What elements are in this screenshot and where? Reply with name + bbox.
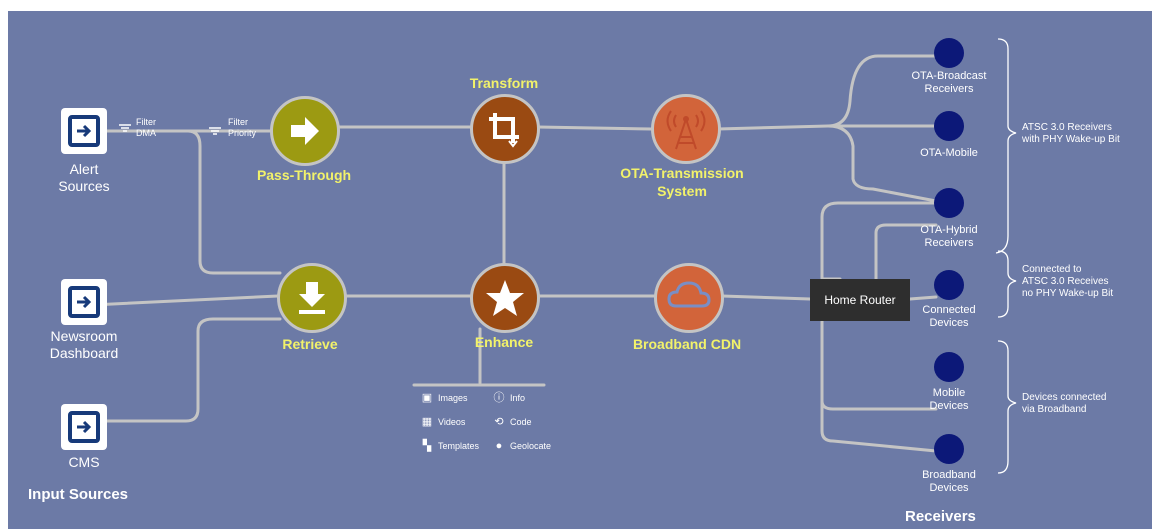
broadband-devices-dot[interactable] xyxy=(934,434,964,464)
grid-icon: ▚ xyxy=(422,440,432,452)
legend-geolocate: ●Geolocate xyxy=(492,439,551,453)
info-icon: ⓘ xyxy=(493,392,505,404)
cms-icon[interactable] xyxy=(61,404,107,450)
star-icon xyxy=(486,280,524,316)
home-router[interactable]: Home Router xyxy=(810,279,910,321)
legend-images: ▣Images xyxy=(421,392,468,404)
legend-code: ⟲Code xyxy=(492,415,531,429)
ota-transmission-node[interactable] xyxy=(651,94,721,164)
connected-devices-dot[interactable] xyxy=(934,270,964,300)
location-pin-icon: ● xyxy=(495,440,503,452)
transform-label: Transform xyxy=(469,75,539,91)
ota-hybrid-receiver-dot[interactable] xyxy=(934,188,964,218)
ota-mobile-label: OTA-Mobile xyxy=(920,147,978,159)
connector-lines xyxy=(90,38,1017,474)
retrieve-label: Retrieve xyxy=(282,336,338,352)
crop-icon xyxy=(489,113,519,148)
pass-through-node[interactable] xyxy=(270,96,340,166)
enhance-node[interactable] xyxy=(470,263,540,333)
transform-node[interactable] xyxy=(470,94,540,164)
code-icon: ⟲ xyxy=(494,416,504,428)
legend-videos: ▦Videos xyxy=(421,416,466,428)
download-icon xyxy=(299,282,325,314)
retrieve-node[interactable] xyxy=(277,263,347,333)
filter-dma-icon xyxy=(118,121,132,140)
filter-priority-icon xyxy=(208,124,222,143)
input-sources-title: Input Sources xyxy=(28,486,129,503)
alert-sources-icon[interactable] xyxy=(61,108,107,154)
arrow-right-icon xyxy=(291,117,319,145)
newsroom-dashboard-icon[interactable] xyxy=(61,279,107,325)
image-icon: ▣ xyxy=(421,392,433,404)
ota-broadcast-receiver-dot[interactable] xyxy=(934,38,964,68)
broadband-cdn-node[interactable] xyxy=(654,263,724,333)
cms-label: CMS xyxy=(68,454,100,470)
enhance-label: Enhance xyxy=(474,334,534,350)
pass-through-label: Pass-Through xyxy=(256,167,352,183)
mobile-devices-dot[interactable] xyxy=(934,352,964,382)
broadcast-tower-icon xyxy=(666,110,706,150)
broadband-cdn-label: Broadband CDN xyxy=(632,336,742,352)
legend-templates: ▚Templates xyxy=(420,439,479,453)
receivers-title: Receivers xyxy=(905,508,976,525)
cloud-icon xyxy=(667,281,711,308)
ota-mobile-dot[interactable] xyxy=(934,111,964,141)
film-icon: ▦ xyxy=(421,416,433,428)
